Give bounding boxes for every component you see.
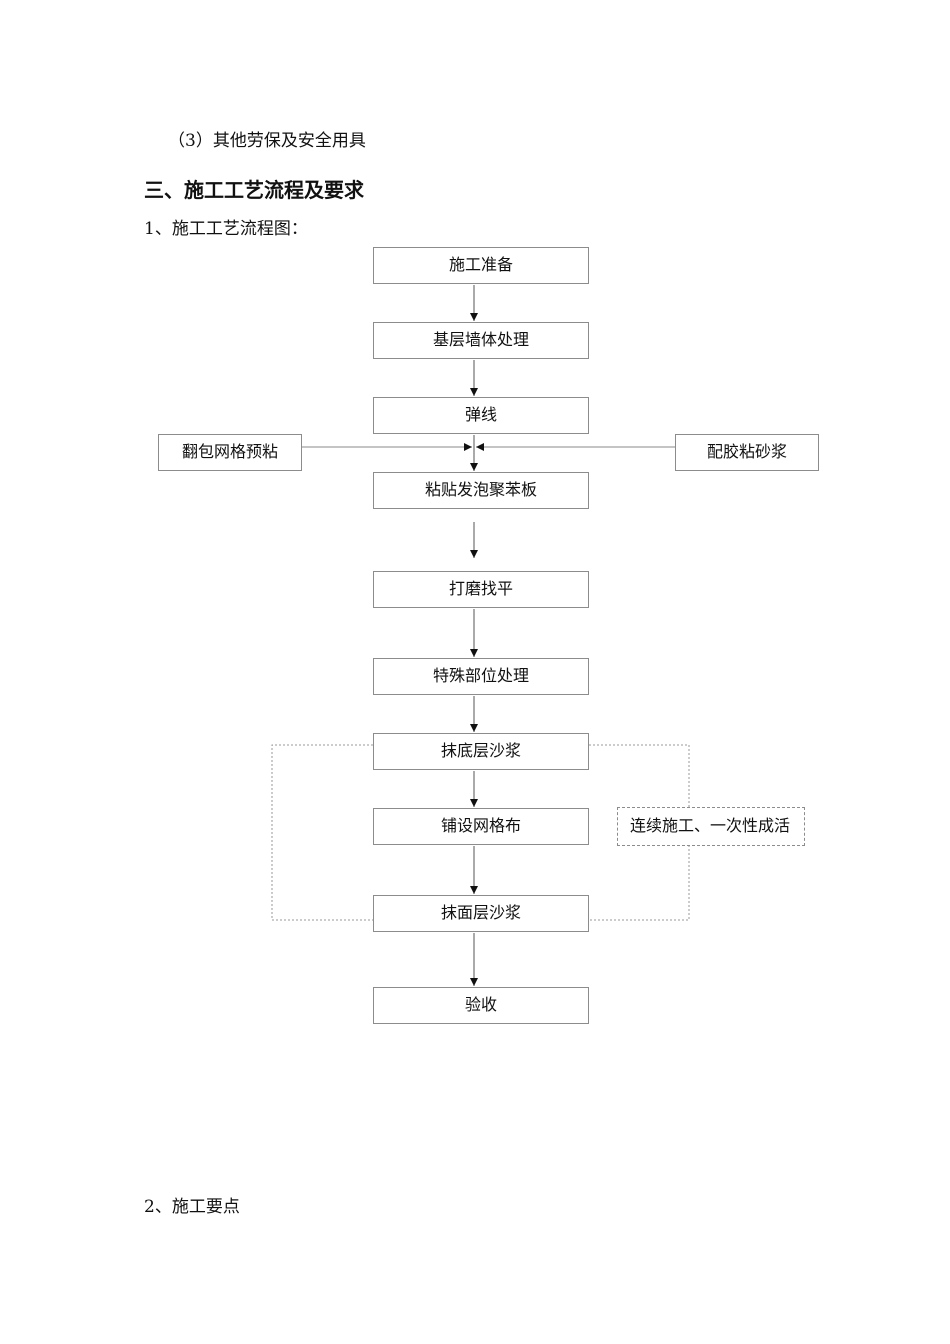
flow-step-base-wall: 基层墙体处理: [373, 322, 589, 359]
dotted-bracket-right: [589, 744, 690, 921]
flow-step-mesh: 铺设网格布: [373, 808, 589, 845]
list-item-protective-gear: （3）其他劳保及安全用具: [168, 131, 366, 151]
flow-step-prep: 施工准备: [373, 247, 589, 284]
flow-step-chalk-line: 弹线: [373, 397, 589, 434]
flow-step-finish-mortar: 抹面层沙浆: [373, 895, 589, 932]
flow-input-adhesive-mortar: 配胶粘砂浆: [675, 434, 819, 471]
flow-input-mesh-wrap: 翻包网格预粘: [158, 434, 302, 471]
dotted-bracket-left: [271, 744, 373, 921]
section-heading: 三、施工工艺流程及要求: [144, 178, 364, 202]
flow-step-sanding: 打磨找平: [373, 571, 589, 608]
section-key-points: 2、施工要点: [144, 1197, 240, 1217]
flow-step-base-mortar: 抹底层沙浆: [373, 733, 589, 770]
flow-step-acceptance: 验收: [373, 987, 589, 1024]
flowchart-caption: 1、施工工艺流程图：: [144, 219, 308, 239]
flow-step-special-parts: 特殊部位处理: [373, 658, 589, 695]
flow-step-eps-board: 粘贴发泡聚苯板: [373, 472, 589, 509]
flow-note-continuous: 连续施工、一次性成活: [617, 807, 805, 846]
